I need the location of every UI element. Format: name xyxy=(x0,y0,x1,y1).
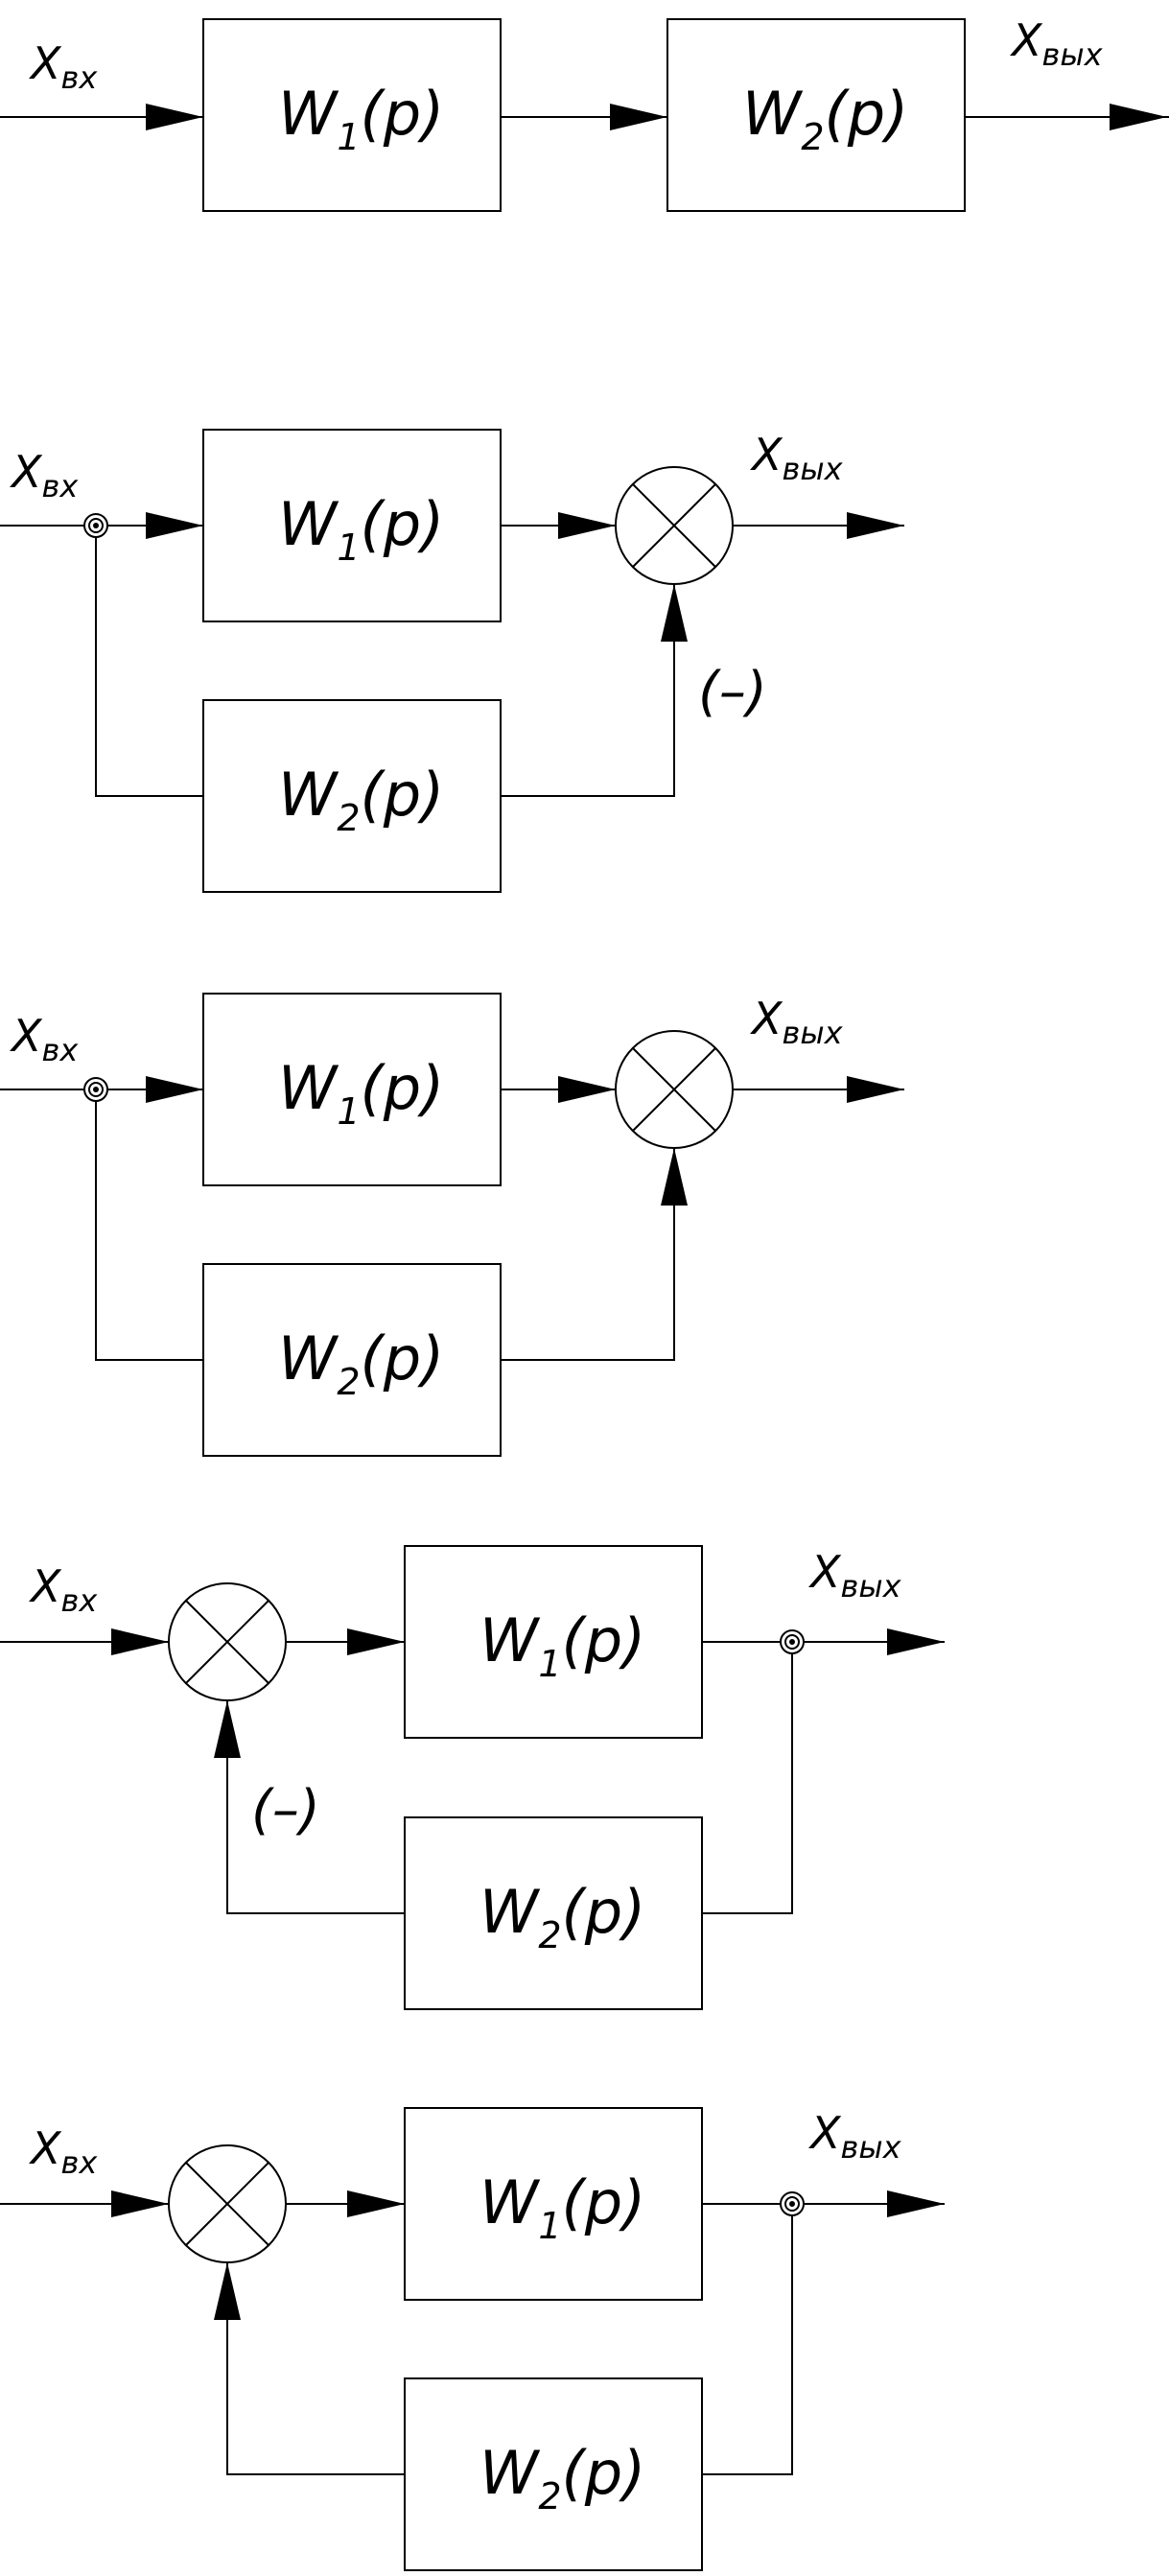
arrow-right-icon xyxy=(887,1628,945,1655)
return-line xyxy=(501,1148,675,1361)
return-line xyxy=(226,2262,405,2475)
block-w2 xyxy=(404,2377,703,2571)
diagram-positive-feedback: Xвх W1(p) Xвых W2(p) xyxy=(0,2107,945,2571)
summing-junction-icon xyxy=(615,1030,734,1149)
arrow-right-icon xyxy=(610,104,667,130)
negative-sign: (–) xyxy=(251,1779,320,1841)
block-w2-label: W2(p) xyxy=(479,1877,645,1956)
arrow-right-icon xyxy=(347,1628,405,1655)
block-w1-label: W1(p) xyxy=(278,79,444,158)
feed-line xyxy=(95,537,203,797)
block-w2-label: W2(p) xyxy=(479,2438,645,2517)
diagram-series: Xвх W1(p) W2(p) Xвых xyxy=(0,14,1169,212)
output-signal-label: Xвых xyxy=(808,1546,902,1604)
block-w1-label: W1(p) xyxy=(479,2167,645,2247)
arrow-up-icon xyxy=(214,2262,241,2320)
arrow-up-icon xyxy=(214,1700,241,1758)
branch-point-icon xyxy=(780,1629,805,1654)
block-w2 xyxy=(202,699,502,893)
summing-junction-icon xyxy=(615,466,734,585)
arrow-right-icon xyxy=(146,1076,203,1103)
input-signal-label: Xвх xyxy=(29,37,98,96)
arrow-right-icon xyxy=(111,2190,169,2217)
arrow-right-icon xyxy=(558,1076,616,1103)
block-w2 xyxy=(404,1816,703,2010)
input-signal-label: Xвх xyxy=(10,1010,79,1068)
input-signal-label: Xвх xyxy=(10,446,79,504)
block-w2-label: W2(p) xyxy=(278,760,444,839)
arrow-right-icon xyxy=(558,512,616,539)
arrow-up-icon xyxy=(661,1148,688,1206)
arrow-right-icon xyxy=(847,1076,904,1103)
branch-point-icon xyxy=(780,2191,805,2216)
branch-point-icon xyxy=(83,1077,108,1102)
block-w1 xyxy=(202,18,502,212)
input-signal-label: Xвх xyxy=(29,2122,98,2181)
arrow-right-icon xyxy=(146,512,203,539)
block-w1-label: W1(p) xyxy=(479,1605,645,1685)
arrow-up-icon xyxy=(661,584,688,642)
diagram-parallel-negative: Xвх W1(p) Xвых W2(p) xyxy=(0,429,904,893)
negative-sign: (–) xyxy=(698,661,767,723)
block-w1 xyxy=(202,429,502,622)
block-w1-label: W1(p) xyxy=(278,489,444,569)
feed-line xyxy=(95,1101,203,1361)
summing-junction-icon xyxy=(168,1582,287,1701)
block-w2 xyxy=(202,1263,502,1457)
return-line xyxy=(226,1700,405,1914)
output-signal-label: Xвых xyxy=(750,429,844,487)
arrow-right-icon xyxy=(146,104,203,130)
arrow-right-icon xyxy=(347,2190,405,2217)
block-w1 xyxy=(202,993,502,1186)
arrow-right-icon xyxy=(111,1628,169,1655)
block-w1 xyxy=(404,2107,703,2301)
arrow-right-icon xyxy=(847,512,904,539)
output-signal-label: Xвых xyxy=(808,2107,902,2166)
feedback-line xyxy=(702,2215,793,2475)
diagram-negative-feedback: Xвх W1(p) Xвых W2(p) xyxy=(0,1545,945,2010)
return-line xyxy=(501,584,675,797)
diagram-parallel-positive: Xвх W1(p) Xвых W2(p) xyxy=(0,993,904,1457)
block-w2 xyxy=(666,18,966,212)
input-signal-label: Xвх xyxy=(29,1560,98,1619)
block-w1-label: W1(p) xyxy=(278,1053,444,1133)
arrow-right-icon xyxy=(1110,104,1167,130)
summing-junction-icon xyxy=(168,2144,287,2263)
output-signal-label: Xвых xyxy=(1010,14,1104,73)
output-signal-label: Xвых xyxy=(750,993,844,1051)
arrow-right-icon xyxy=(887,2190,945,2217)
block-w2-label: W2(p) xyxy=(278,1323,444,1403)
block-w2-label: W2(p) xyxy=(742,79,908,158)
branch-point-icon xyxy=(83,513,108,538)
feedback-line xyxy=(702,1653,793,1914)
block-w1 xyxy=(404,1545,703,1739)
